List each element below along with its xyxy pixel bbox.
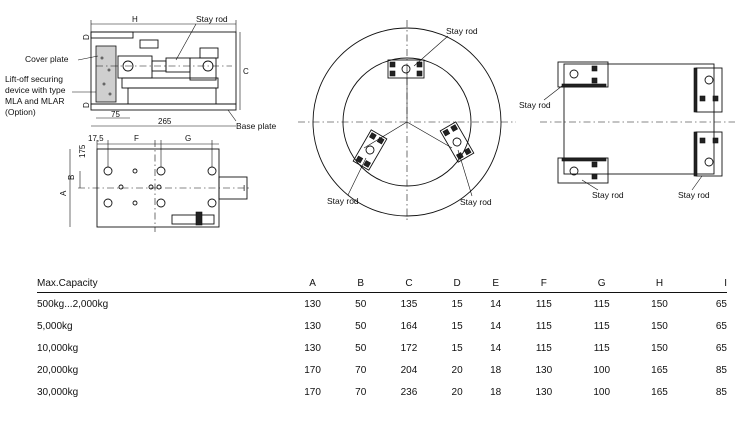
table-cell: 14 — [490, 342, 502, 354]
table-cell: 115 — [593, 298, 610, 310]
table-cell: 150 — [651, 320, 668, 332]
stay-rod-rect-bottom2-label: Stay rod — [678, 190, 710, 200]
table-cell: 20 — [451, 364, 463, 376]
table-cell: 130 — [535, 386, 553, 398]
table-cell: 100 — [593, 386, 611, 398]
table-row: 30,000kg 170 70 236 20 18 130 100 165 85 — [37, 381, 727, 403]
header-e: E — [476, 274, 515, 293]
header-max-capacity: Max.Capacity — [37, 274, 284, 293]
table-cell: 15 — [451, 342, 463, 354]
table-cell: 130 — [304, 342, 321, 354]
table-cell: 15 — [451, 320, 463, 332]
table-cell: 20,000kg — [37, 364, 79, 376]
cover-plate-label: Cover plate — [25, 54, 69, 64]
table-cell: 164 — [400, 320, 418, 332]
table-cell: 172 — [400, 342, 418, 354]
dim-g-label: G — [185, 134, 191, 143]
table-row: 5,000kg 130 50 164 15 14 115 115 150 65 — [37, 315, 727, 337]
dim-175-label: 175 — [78, 144, 87, 158]
stay-rod-label: Stay rod — [196, 14, 228, 24]
table-cell: 18 — [490, 386, 502, 398]
dim-d-top-label: D — [82, 34, 91, 40]
dim-i-label: I — [243, 184, 245, 193]
header-c: C — [380, 274, 438, 293]
table-cell: 170 — [304, 364, 321, 376]
header-h: H — [630, 274, 689, 293]
table-row: 10,000kg 130 50 172 15 14 115 115 150 65 — [37, 337, 727, 359]
table-cell: 130 — [304, 320, 321, 332]
table-cell: 15 — [451, 298, 463, 310]
table-cell: 14 — [490, 298, 502, 310]
table-cell: 50 — [355, 320, 367, 332]
dim-17-5-label: 17,5 — [88, 134, 104, 143]
table-cell: 100 — [593, 364, 611, 376]
table-cell: 130 — [535, 364, 553, 376]
table-cell: 85 — [715, 386, 727, 398]
header-g: G — [572, 274, 631, 293]
table-cell: 150 — [651, 342, 668, 354]
liftoff-label-line1: Lift-off securing — [5, 74, 63, 84]
dimension-table: Max.Capacity A B C D E F G H I 500kg...2… — [37, 274, 727, 403]
table-cell: 18 — [490, 364, 502, 376]
table-cell: 65 — [715, 298, 727, 310]
table-cell: 70 — [355, 386, 367, 398]
table-cell: 20 — [451, 386, 463, 398]
stay-rod-top-label: Stay rod — [446, 26, 478, 36]
table-cell: 115 — [535, 320, 552, 332]
base-plate-label: Base plate — [236, 121, 276, 131]
stay-rod-left-label: Stay rod — [327, 196, 359, 206]
table-cell: 204 — [400, 364, 418, 376]
header-a: A — [283, 274, 342, 293]
table-cell: 130 — [304, 298, 321, 310]
dim-d-bottom-label: D — [82, 102, 91, 108]
table-cell: 65 — [715, 320, 727, 332]
table-cell: 5,000kg — [37, 320, 73, 332]
table-cell: 150 — [651, 298, 668, 310]
header-b: B — [341, 274, 381, 293]
table-cell: 115 — [593, 320, 610, 332]
circular-layout-drawing: Stay rod Stay rod Stay rod — [298, 20, 516, 222]
stay-rod-right-label: Stay rod — [460, 197, 492, 207]
side-view-drawing: H C D D 75 265 Stay rod Cover plate Lift… — [5, 14, 276, 131]
table-row: 500kg...2,000kg 130 50 135 15 14 115 115… — [37, 293, 727, 316]
table-cell: 115 — [535, 298, 552, 310]
table-cell: 10,000kg — [37, 342, 79, 354]
dim-265-label: 265 — [158, 117, 172, 126]
liftoff-label-line3: MLA and MLAR — [5, 96, 65, 106]
table-cell: 115 — [535, 342, 552, 354]
table-cell: 135 — [400, 298, 418, 310]
stay-rod-rect-left-label: Stay rod — [519, 100, 551, 110]
header-d: D — [437, 274, 477, 293]
table-cell: 500kg...2,000kg — [37, 298, 109, 310]
table-cell: 30,000kg — [37, 386, 79, 398]
technical-drawings: H C D D 75 265 Stay rod Cover plate Lift… — [5, 14, 735, 232]
table-row: 20,000kg 170 70 204 20 18 130 100 165 85 — [37, 359, 727, 381]
dim-a-label: A — [59, 190, 68, 196]
liftoff-label-line2: device with type — [5, 85, 66, 95]
table-cell: 85 — [715, 364, 727, 376]
header-f: F — [514, 274, 573, 293]
table-cell: 50 — [355, 298, 367, 310]
liftoff-label-line4: (Option) — [5, 107, 36, 117]
dim-h-label: H — [132, 15, 138, 24]
header-i: I — [688, 274, 727, 293]
table-cell: 165 — [651, 386, 668, 398]
table-cell: 165 — [651, 364, 668, 376]
rect-layout-drawing: Stay rod Stay rod Stay rod — [519, 61, 735, 200]
table-header-row: Max.Capacity A B C D E F G H I — [37, 274, 727, 293]
top-view-drawing: 17,5 F G 175 B A I — [59, 134, 252, 232]
table-cell: 170 — [304, 386, 321, 398]
stay-rod-rect-bottom1-label: Stay rod — [592, 190, 624, 200]
table-cell: 14 — [490, 320, 502, 332]
table-cell: 50 — [355, 342, 367, 354]
table-cell: 65 — [715, 342, 727, 354]
table-cell: 70 — [355, 364, 367, 376]
dim-b-label: B — [67, 175, 76, 180]
table-cell: 236 — [400, 386, 418, 398]
table-cell: 115 — [593, 342, 610, 354]
dim-c-label: C — [243, 67, 249, 76]
dim-75-label: 75 — [111, 110, 120, 119]
dim-f-label: F — [134, 134, 139, 143]
